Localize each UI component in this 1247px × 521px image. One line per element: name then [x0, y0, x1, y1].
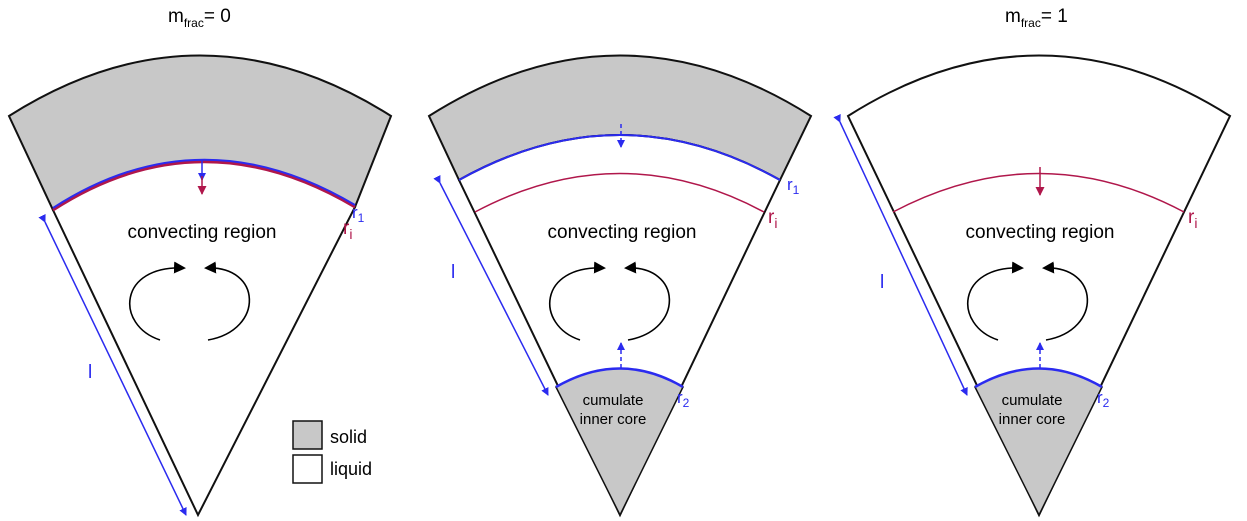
r2-boundary	[974, 367, 1103, 389]
ri-label: ri	[768, 207, 777, 231]
l-label: l	[88, 362, 92, 383]
panel-middle: r1 ri r2 convecting region l cumulate in…	[427, 54, 813, 518]
panel-3-title: mfrac= 1	[1005, 6, 1068, 30]
convection-arrow-left	[966, 261, 1024, 341]
panel-1-title: mfrac= 0	[168, 6, 231, 30]
convecting-region-label: convecting region	[128, 222, 277, 243]
r1-boundary	[458, 134, 781, 181]
convection-arrow-right	[1042, 261, 1089, 341]
length-l-arrow	[38, 213, 187, 516]
r2-label: r2	[677, 388, 690, 410]
r2-boundary	[555, 367, 684, 389]
core-label-line-2: inner core	[999, 411, 1066, 428]
length-l-arrow	[833, 113, 968, 396]
l-label: l	[451, 262, 455, 283]
legend-solid-swatch	[292, 420, 323, 450]
convection-arrow-left	[548, 261, 606, 341]
r1-boundary	[52, 158, 356, 209]
l-label: l	[880, 272, 884, 293]
ri-label: ri	[343, 218, 352, 242]
panel-mfrac-0: mfrac= 0 r1 ri convecting region l solid…	[7, 6, 393, 518]
core-label-line-1: cumulate	[583, 392, 644, 409]
convection-arrow-right	[624, 261, 671, 341]
cumulate-inner-core	[555, 367, 684, 517]
convection-arrow-right	[204, 261, 251, 341]
length-l-arrow	[433, 174, 549, 396]
cumulate-inner-core	[974, 367, 1103, 517]
legend-liquid-swatch	[292, 454, 323, 484]
core-label-line-2: inner core	[580, 411, 647, 428]
r2-label: r2	[1097, 388, 1110, 410]
ri-label: ri	[1188, 207, 1197, 231]
legend-liquid-label: liquid	[330, 459, 372, 479]
r1-label: r1	[352, 203, 365, 225]
panel-mfrac-1: mfrac= 1 ri r2 convecting region l cumul…	[833, 6, 1232, 518]
core-label-line-1: cumulate	[1002, 392, 1063, 409]
legend-solid-label: solid	[330, 427, 367, 447]
convecting-region-label: convecting region	[548, 222, 697, 243]
convecting-region-label: convecting region	[966, 222, 1115, 243]
r1-label: r1	[787, 175, 800, 197]
